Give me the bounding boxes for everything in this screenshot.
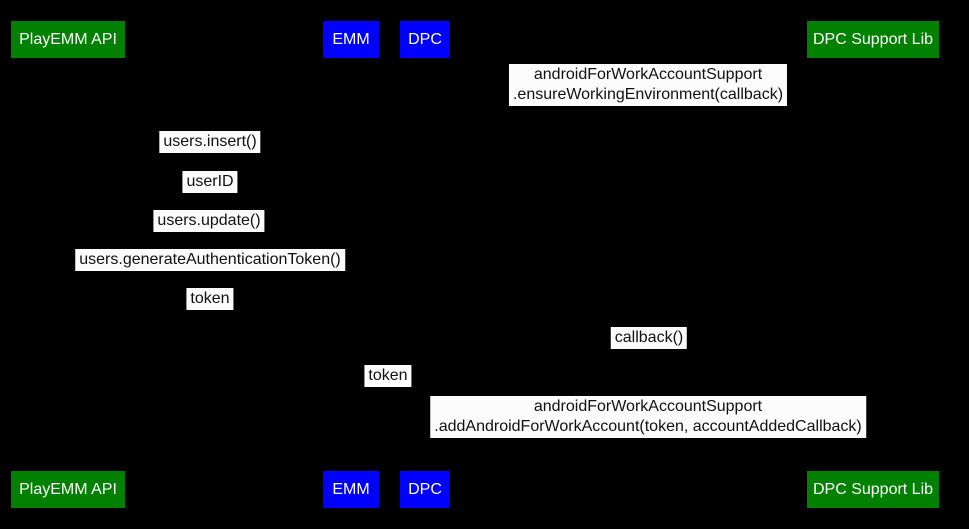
actor-top-playemm-api: PlayEMM API: [11, 21, 125, 58]
actor-label: DPC: [408, 480, 442, 498]
message-line: androidForWorkAccountSupport: [533, 398, 763, 415]
message-add-android-for-work-account: androidForWorkAccountSupport .addAndroid…: [430, 396, 866, 438]
message-users-update: users.update(): [153, 210, 265, 232]
message-ensure-working-environment: androidForWorkAccountSupport .ensureWork…: [508, 64, 788, 106]
actor-top-dpc: DPC: [400, 21, 450, 58]
message-line: .ensureWorkingEnvironment(callback): [512, 86, 784, 103]
message-token-dpc: token: [364, 365, 412, 387]
actor-label: EMM: [332, 480, 370, 498]
actor-bottom-dpc: DPC: [400, 471, 450, 508]
message-generate-authentication-token: users.generateAuthenticationToken(): [75, 249, 345, 271]
actor-label: DPC Support Lib: [812, 480, 934, 498]
actor-top-dpc-support-lib: DPC Support Lib: [807, 21, 939, 58]
actor-top-emm: EMM: [323, 21, 379, 58]
actor-label: EMM: [332, 30, 370, 48]
message-line: .addAndroidForWorkAccount(token, account…: [434, 418, 862, 435]
actor-bottom-emm: EMM: [323, 471, 379, 508]
actor-bottom-playemm-api: PlayEMM API: [11, 471, 125, 508]
actor-label: PlayEMM API: [19, 30, 117, 48]
actor-label: DPC Support Lib: [812, 30, 934, 48]
message-token-emm: token: [186, 288, 234, 310]
message-callback: callback(): [610, 327, 688, 349]
message-line: androidForWorkAccountSupport: [533, 66, 763, 83]
message-users-insert: users.insert(): [159, 131, 261, 153]
actor-bottom-dpc-support-lib: DPC Support Lib: [807, 471, 939, 508]
actor-label: DPC: [408, 30, 442, 48]
actor-label: PlayEMM API: [19, 480, 117, 498]
message-user-id: userID: [182, 171, 238, 193]
